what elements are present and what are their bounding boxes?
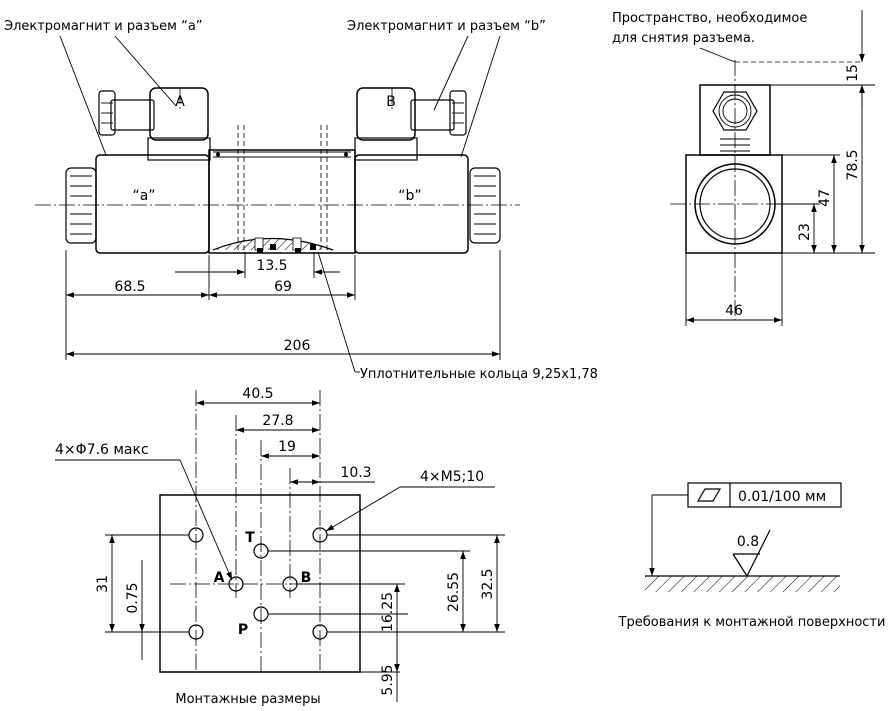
solenoid-a-note: Электромагнит и разъем “a” [4, 19, 203, 34]
side-coil-inner [699, 168, 771, 240]
port-b-label: B [301, 570, 312, 586]
dim-10-3: 10.3 [340, 465, 371, 481]
coil-b-label: “b” [398, 188, 421, 204]
side-connector [699, 84, 771, 156]
connector-b: B [354, 87, 467, 161]
dim-46: 46 [725, 303, 743, 319]
solenoid-coil-b [354, 154, 469, 254]
dim-15: 15 [845, 64, 861, 82]
port-p-label: P [238, 622, 248, 638]
port-a-hole [228, 576, 244, 592]
holes-note: 4×Φ7.6 макс [55, 442, 149, 458]
thread-note: 4×M5;10 [420, 469, 484, 485]
port-t-label: T [245, 530, 255, 546]
flatness-value: 0.01/100 мм [738, 489, 826, 505]
dim-40-5: 40.5 [242, 386, 273, 402]
mounting-plate [159, 494, 361, 673]
port-a-label: A [214, 570, 225, 586]
connector-b-label: B [386, 94, 396, 110]
space-note-line2: для снятия разъема. [612, 31, 755, 46]
dim-78-5: 78.5 [845, 149, 861, 180]
connector-a-label: A [175, 94, 185, 110]
manual-override-b [469, 167, 501, 244]
flatness-icon [696, 488, 722, 502]
dim-5-95: 5.95 [380, 664, 396, 695]
dim-16-25: 16.25 [380, 592, 396, 632]
solenoid-coil-a [95, 154, 210, 254]
dim-13-5: 13.5 [256, 258, 287, 274]
dim-69: 69 [274, 279, 292, 295]
dim-19: 19 [278, 439, 296, 455]
roughness-icon [732, 529, 771, 578]
space-note-line1: Пространство, необходимое [612, 11, 807, 26]
seals-note: Уплотнительные кольца 9,25x1,78 [360, 367, 598, 382]
valve-body [208, 149, 356, 254]
dim-32-5: 32.5 [480, 568, 496, 599]
dim-68-5: 68.5 [114, 279, 145, 295]
front-view: A B “a” “b” Электромагнит и разъем “a” Э… [4, 19, 598, 382]
coil-a-label: “a” [132, 188, 155, 204]
manual-override-a [65, 167, 97, 244]
side-view: Пространство, необходимое для снятия раз… [612, 10, 875, 326]
mounting-caption: Монтажные размеры [175, 692, 320, 707]
dim-26-55: 26.55 [446, 572, 462, 612]
connector-a: A [98, 87, 211, 161]
surface-requirements: 0.01/100 мм 0.8 Требования к монтажной п… [618, 482, 886, 630]
roughness-value: 0.8 [737, 534, 759, 550]
dim-47: 47 [817, 189, 833, 207]
flatness-frame [687, 482, 842, 508]
dim-206: 206 [284, 338, 311, 354]
side-nut [712, 91, 758, 131]
surface-caption: Требования к монтажной поверхности [618, 615, 886, 630]
dim-0-75: 0.75 [125, 582, 141, 613]
dim-27-8: 27.8 [262, 413, 293, 429]
solenoid-b-note: Электромагнит и разъем “b” [347, 19, 546, 34]
dim-23: 23 [797, 223, 813, 241]
dim-31: 31 [95, 575, 111, 593]
mounting-pattern: T A B P 40.5 27.8 19 10.3 31 0.75 [55, 386, 505, 707]
